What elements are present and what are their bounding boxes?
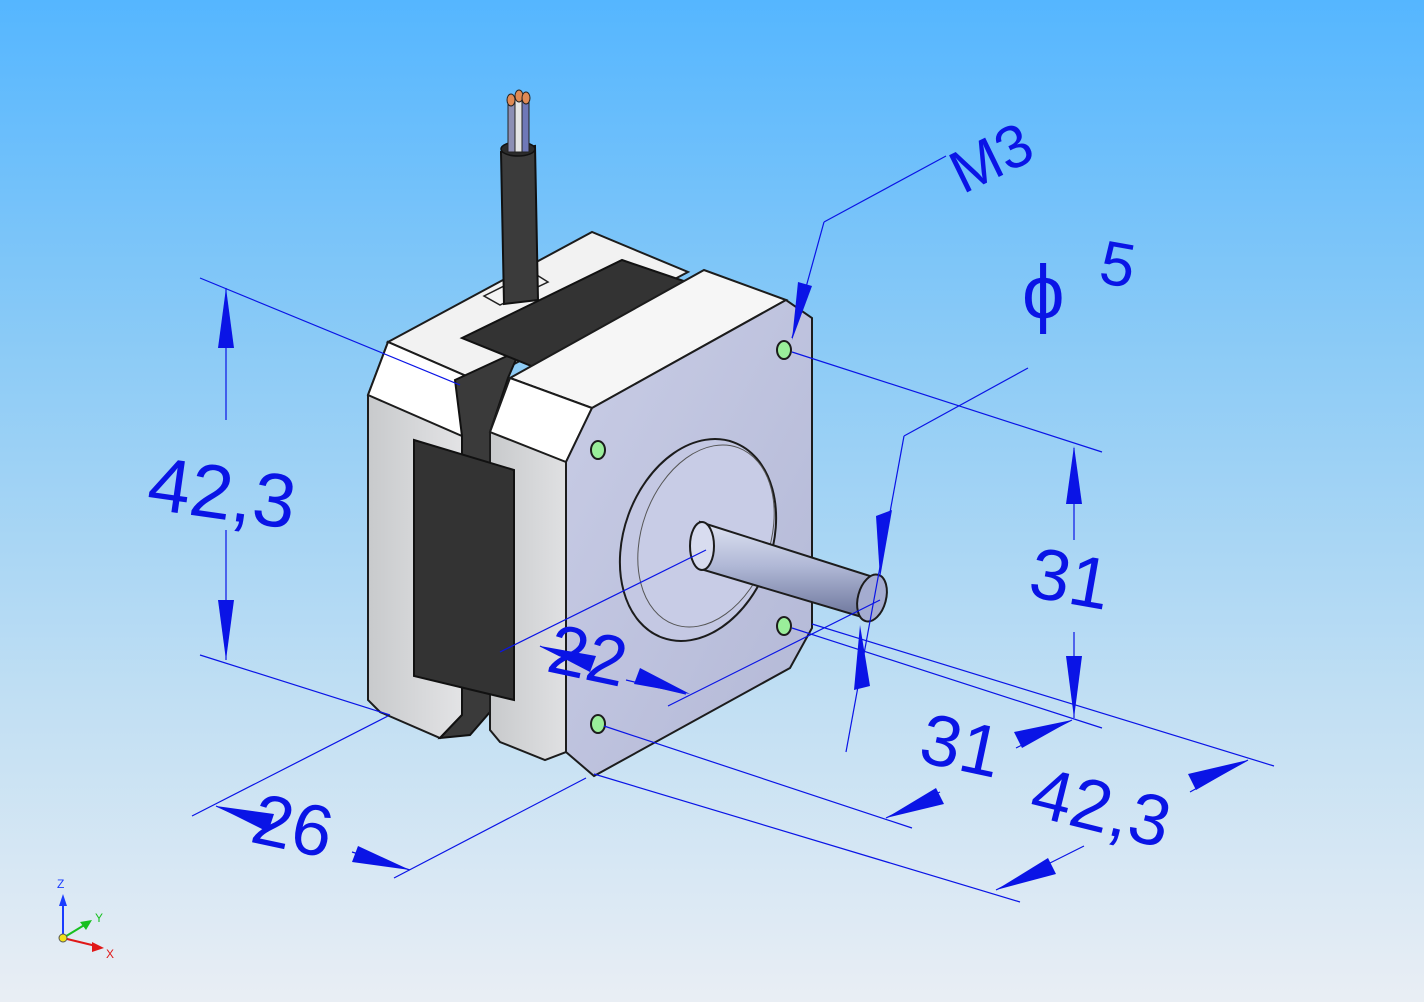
dim-width-value: 42,3 [1023, 752, 1178, 864]
mounting-hole-bottom-left [590, 714, 606, 734]
dim-hole-spacing-horizontal-value: 31 [913, 699, 1008, 794]
mounting-hole-bottom-right [776, 616, 792, 636]
mounting-hole-top-right [776, 340, 792, 360]
axis-x-label: X [106, 947, 114, 961]
dim-shaft-diameter[interactable]: ϕ 5 [845, 228, 1141, 753]
dim-depth[interactable]: 26 [191, 715, 587, 879]
dim-shaft-diameter-symbol: ϕ [1022, 250, 1065, 335]
axis-y-arrow [80, 920, 92, 930]
dim-depth-value: 26 [245, 779, 340, 874]
output-shaft [689, 520, 888, 623]
motor-cable [499, 89, 540, 306]
dim-hole-spacing-vertical[interactable]: 31 [791, 351, 1117, 729]
axis-y-label: Y [95, 911, 103, 925]
thread-callout-value: M3 [939, 109, 1043, 206]
mounting-hole-top-left [590, 440, 606, 460]
dim-hole-spacing-vertical-value: 31 [1024, 533, 1117, 626]
dim-shaft-diameter-value: 5 [1095, 228, 1141, 302]
side-label [413, 438, 515, 702]
axis-z-label: Z [57, 877, 64, 891]
axis-triad[interactable]: Z Y X [57, 877, 114, 961]
axis-x-line [62, 937, 97, 947]
dim-hole-spacing-horizontal[interactable]: 31 [603, 699, 1073, 829]
axis-z-arrow [59, 894, 67, 906]
thread-callout[interactable]: M3 [791, 109, 1043, 340]
dim-flange-diameter[interactable]: 22 [499, 549, 881, 707]
dim-height-left-value: 42,3 [143, 441, 301, 546]
dim-height-left[interactable]: 42,3 [143, 277, 461, 716]
axis-x-arrow [92, 942, 104, 952]
stepper-motor-model[interactable] [366, 89, 892, 778]
dim-flange-diameter-value: 22 [542, 609, 634, 701]
axis-origin [58, 933, 68, 943]
